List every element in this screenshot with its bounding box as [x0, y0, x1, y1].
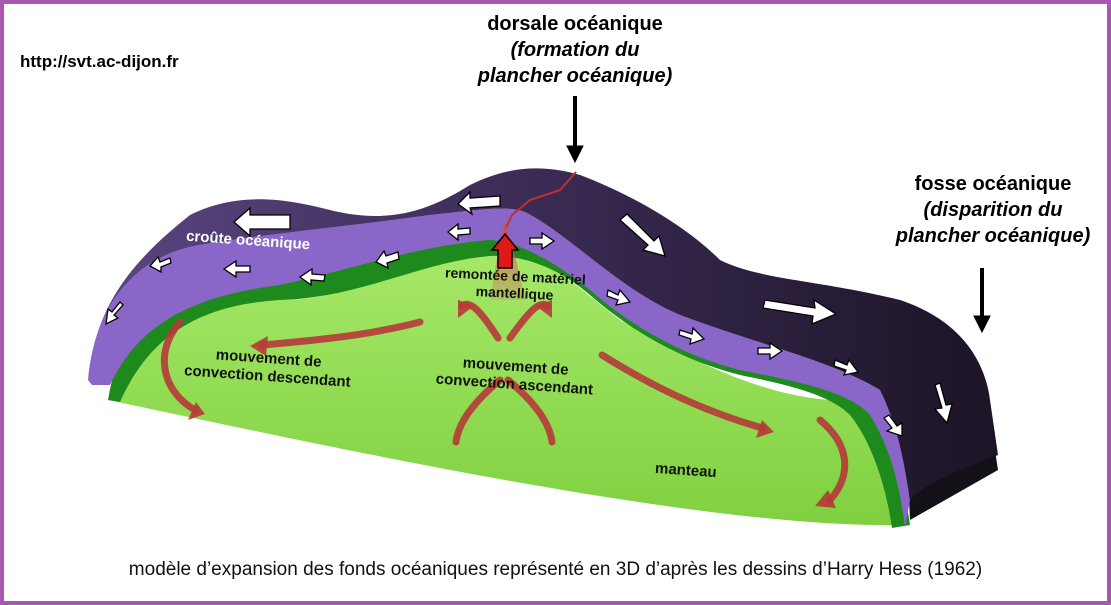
crust-arrow: [833, 358, 860, 376]
convection-arrowhead: [756, 420, 774, 438]
pointer-arrows: [566, 96, 991, 334]
convection-arrowhead: [250, 336, 268, 356]
convection-arrow: [258, 318, 424, 349]
crust-arrow: [529, 231, 556, 251]
convection-arrowhead: [815, 490, 836, 508]
crust-arrow: [148, 255, 172, 274]
convection-arrowhead: [536, 300, 552, 318]
crust-arrow: [105, 301, 124, 326]
trench-pointer-head: [973, 315, 991, 334]
crust-arrow: [883, 414, 903, 437]
ridge-desc-line1: (formation du: [510, 39, 640, 61]
convection-arrow: [452, 376, 504, 446]
crust-arrow: [233, 206, 291, 238]
convection-arrow: [504, 376, 556, 446]
ridge-name: dorsale océanique: [487, 13, 663, 35]
crust-motion-arrows: [105, 190, 953, 437]
trench-name: fosse océanique: [914, 173, 1072, 195]
ridge-crack: [504, 171, 577, 231]
ridge-label: dorsale océanique (formation du plancher…: [460, 11, 690, 89]
figure-caption: modèle d’expansion des fonds océaniques …: [128, 559, 983, 580]
ridge-desc-line2: plancher océanique): [477, 65, 673, 87]
upwelling-arrow: [490, 232, 520, 269]
convection-arrow: [598, 351, 766, 432]
convection-arrowhead: [188, 402, 205, 420]
ridge-pointer-head: [566, 145, 584, 164]
crust-arrow: [446, 222, 471, 242]
crust-arrow: [619, 213, 666, 257]
convection-arrow: [161, 318, 199, 414]
convection-arrowheads: [188, 300, 836, 508]
source-url: http://svt.ac-dijon.fr: [20, 52, 179, 71]
crust-arrow: [375, 249, 400, 270]
trench-desc-line1: (disparition du: [923, 199, 1063, 221]
crust-arrow: [222, 259, 251, 279]
upwelling-label-line2: mantellique: [475, 282, 554, 304]
crust-side-band: [88, 208, 910, 528]
convection-arrowhead: [458, 300, 474, 318]
crust-arrow: [456, 190, 501, 216]
trench-label: fosse océanique (disparition du plancher…: [878, 171, 1108, 249]
crust-arrow: [678, 326, 706, 345]
convection-arrow: [816, 416, 849, 504]
mantle-body: [108, 255, 905, 526]
crust-arrow: [933, 382, 953, 425]
crust-top-surface: [88, 168, 998, 500]
crust-arrow: [606, 288, 632, 306]
trench-desc-line2: plancher océanique): [895, 225, 1091, 247]
crust-arrow: [757, 341, 784, 361]
convection-arrows: [161, 301, 849, 504]
crust-arrow: [298, 267, 326, 287]
crust-arrow: [762, 298, 838, 326]
